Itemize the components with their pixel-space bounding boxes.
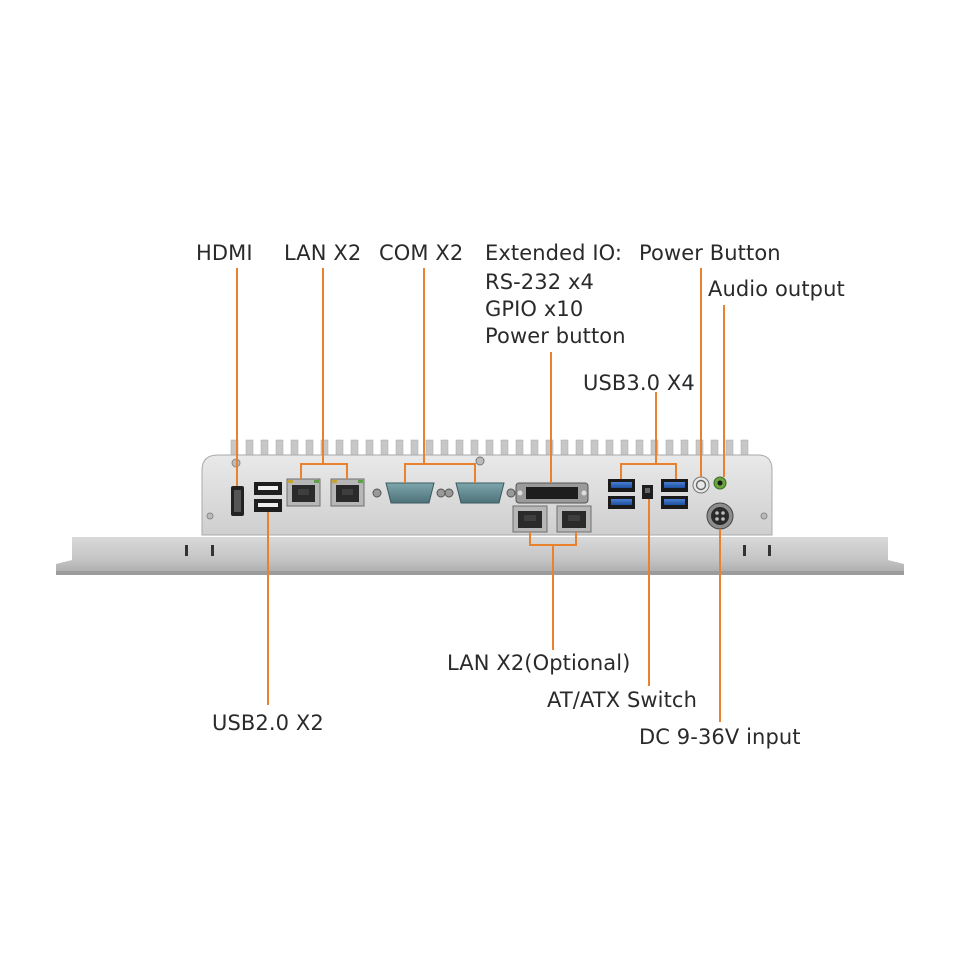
com-ports: [372, 482, 516, 504]
label-com-x2: COM X2: [379, 241, 464, 265]
extended-io-line: RS-232 x4: [485, 270, 594, 294]
heatsink-fins: [230, 439, 749, 459]
leader-com-x2: [404, 268, 476, 483]
label-usb2: USB2.0 X2: [212, 711, 324, 735]
leader-lan-optional: [529, 532, 577, 650]
label-power-button: Power Button: [639, 241, 781, 265]
leader-lan-x2: [300, 268, 348, 479]
at-atx-switch: [642, 485, 653, 499]
leader-usb3: [620, 392, 677, 479]
extended-io-line: GPIO x10: [485, 297, 584, 321]
lan-ports: [286, 478, 365, 507]
base-plate: [56, 537, 904, 575]
extended-io-connector: [515, 482, 589, 504]
label-lan-x2: LAN X2: [284, 241, 362, 265]
label-lan-optional: LAN X2(Optional): [447, 651, 631, 675]
label-hdmi: HDMI: [196, 241, 253, 265]
label-dc-input: DC 9-36V input: [639, 725, 801, 749]
usb2-ports: [254, 482, 282, 512]
label-at-atx-switch: AT/ATX Switch: [547, 688, 697, 712]
audio-jack: [713, 476, 727, 490]
extended-io-line: Power button: [485, 324, 626, 348]
label-audio-output: Audio output: [708, 277, 845, 301]
usb3-ports: [608, 479, 688, 509]
extended-io-line: Extended IO:: [485, 241, 623, 265]
lan-optional-ports: [512, 505, 592, 533]
leader-lines: [236, 268, 725, 722]
hdmi-port: [231, 486, 244, 516]
power-button: [692, 476, 710, 494]
dc-input-connector: [706, 502, 734, 530]
label-usb3: USB3.0 X4: [583, 371, 695, 395]
